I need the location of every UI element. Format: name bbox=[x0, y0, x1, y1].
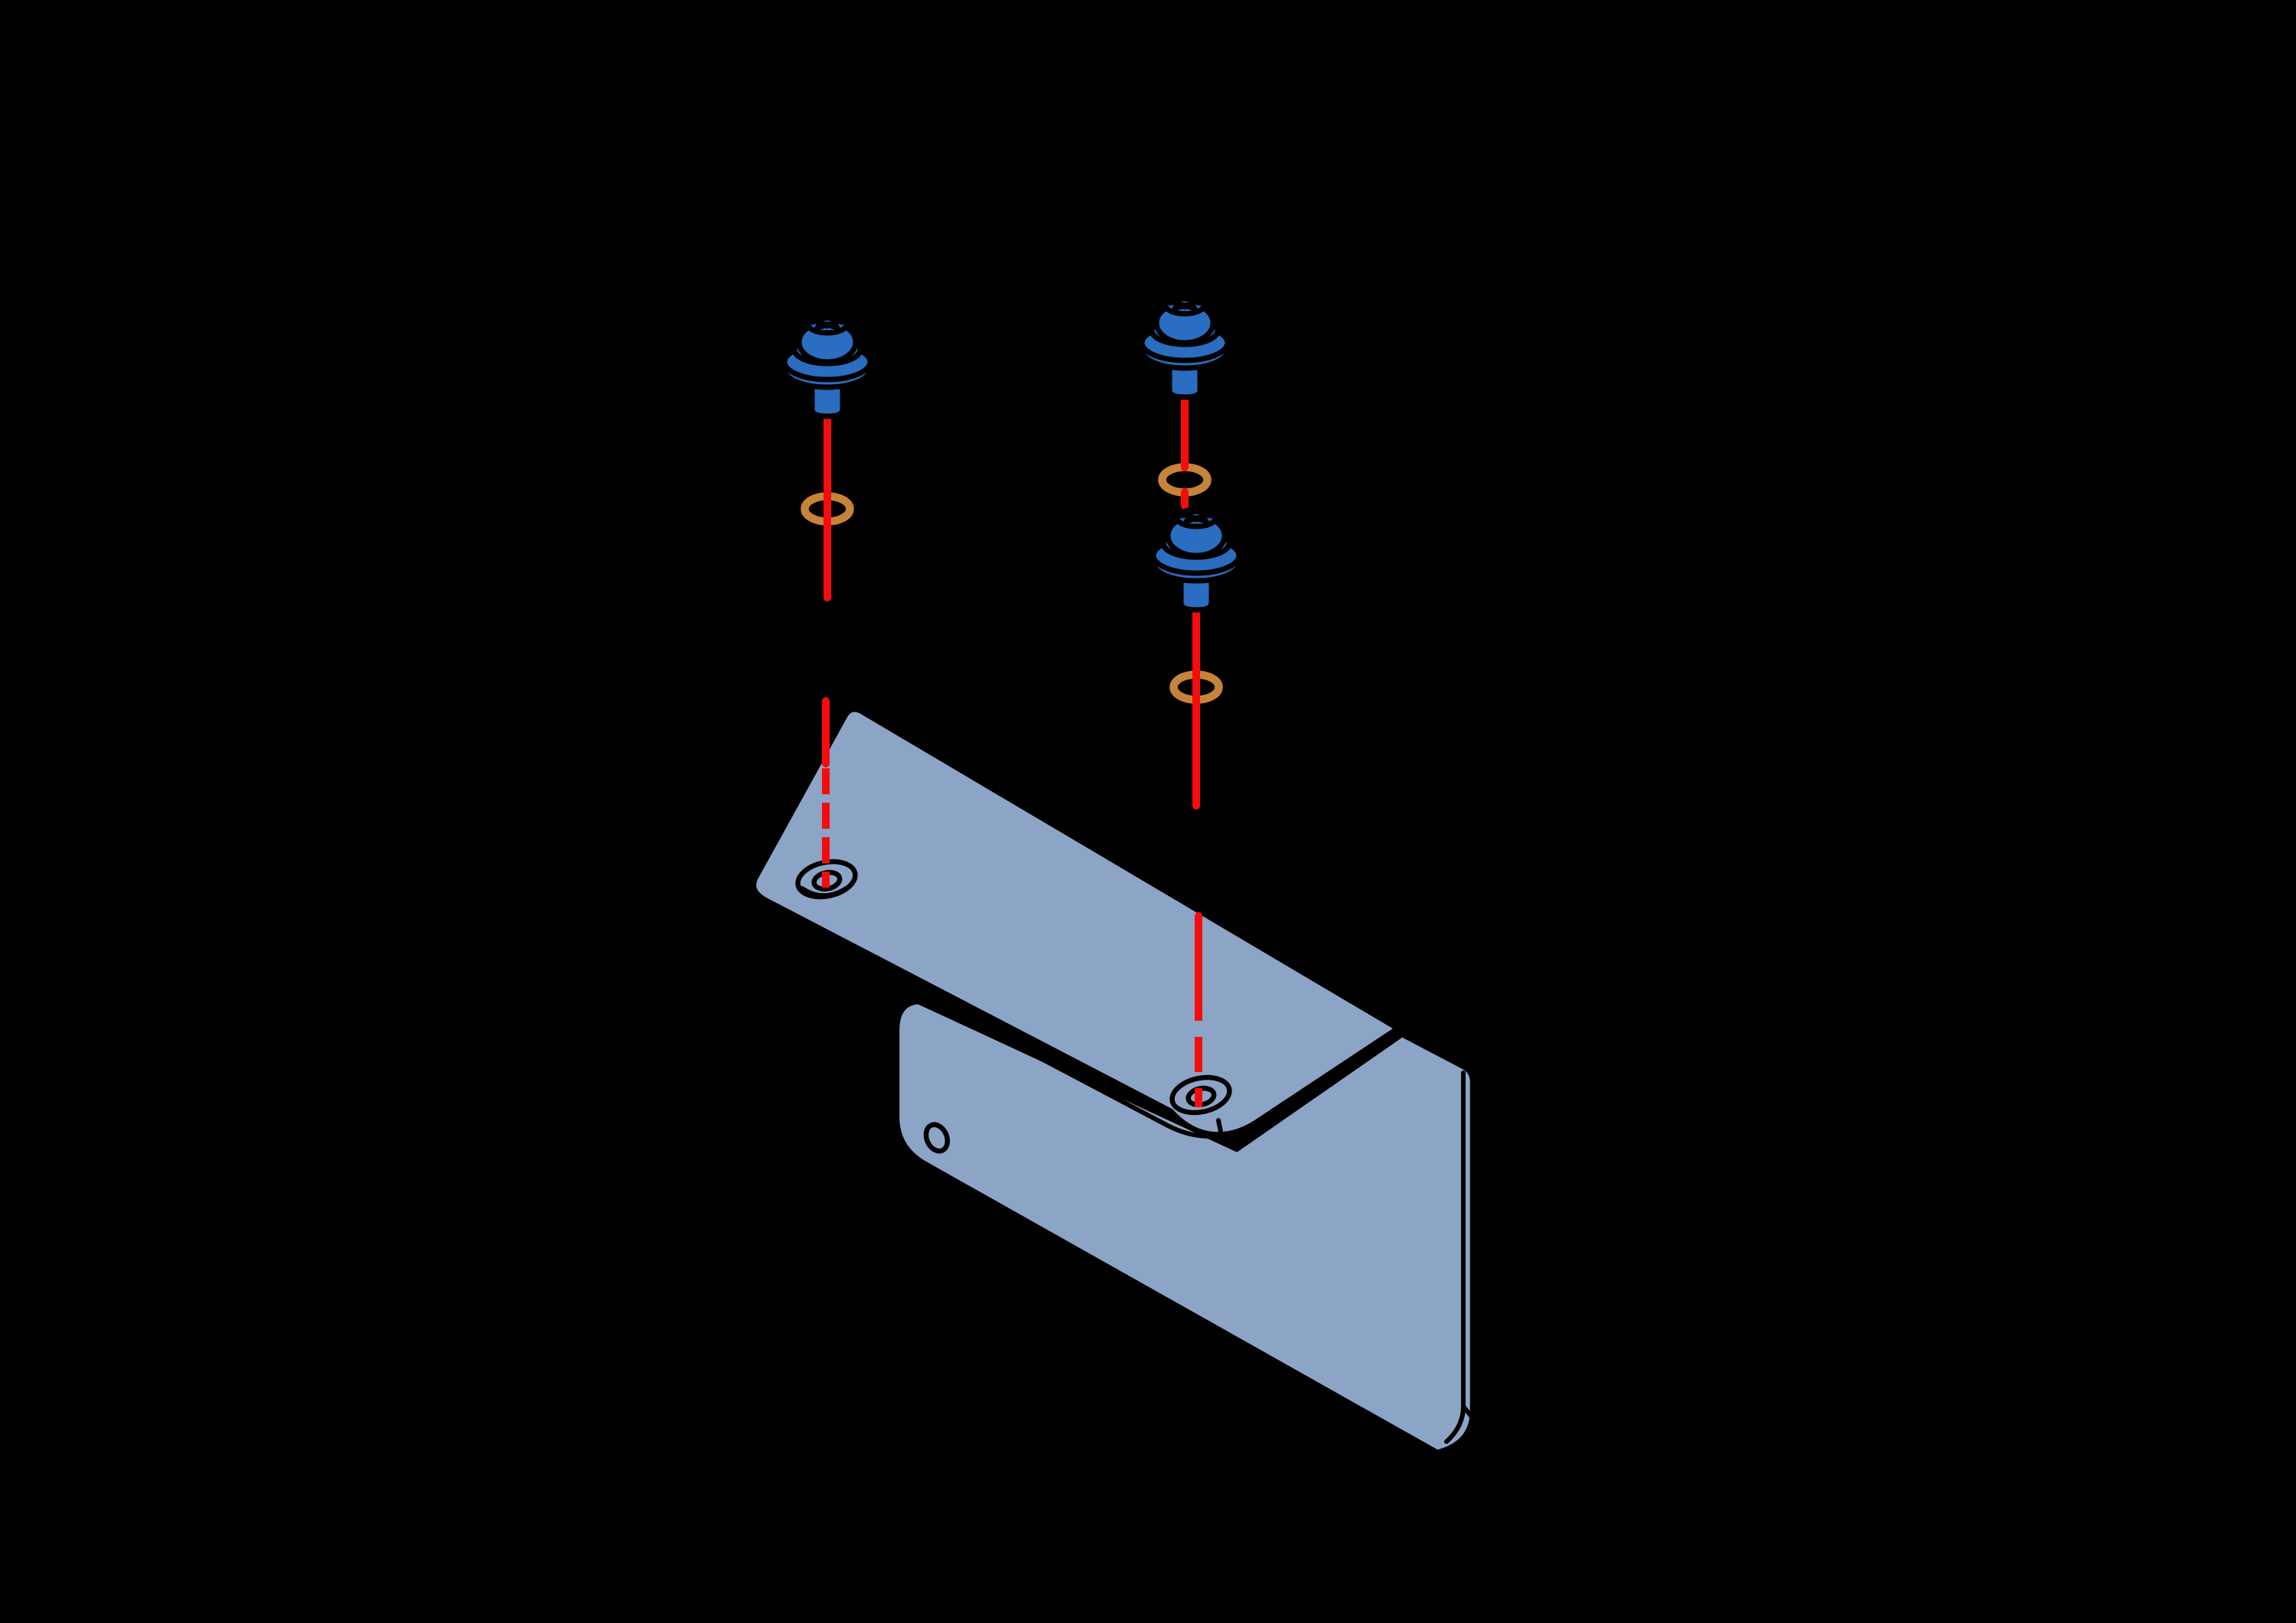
flange-left-corner-tick bbox=[748, 888, 755, 905]
bracket-web-face bbox=[894, 999, 1476, 1455]
washers bbox=[805, 468, 1219, 700]
screws bbox=[784, 297, 1239, 610]
flange-hole-left-depth-arc bbox=[800, 884, 852, 898]
bracket bbox=[748, 706, 1476, 1455]
screw-right-lower bbox=[1153, 510, 1239, 610]
flange-front-thickness-line bbox=[750, 901, 1224, 1139]
web-pilot-hole bbox=[923, 1122, 951, 1154]
screw-left bbox=[784, 316, 870, 416]
alignment-axis-right bbox=[1181, 389, 1202, 1107]
screw-right-upper bbox=[1142, 297, 1228, 397]
alignment-axis-left bbox=[822, 408, 831, 888]
web-corner-notch-line bbox=[1461, 1404, 1476, 1421]
bracket-flange-face bbox=[751, 706, 1401, 1137]
flange-thickness-end-tick bbox=[1216, 1118, 1224, 1138]
flange-hole-right-countersink bbox=[1169, 1074, 1232, 1116]
